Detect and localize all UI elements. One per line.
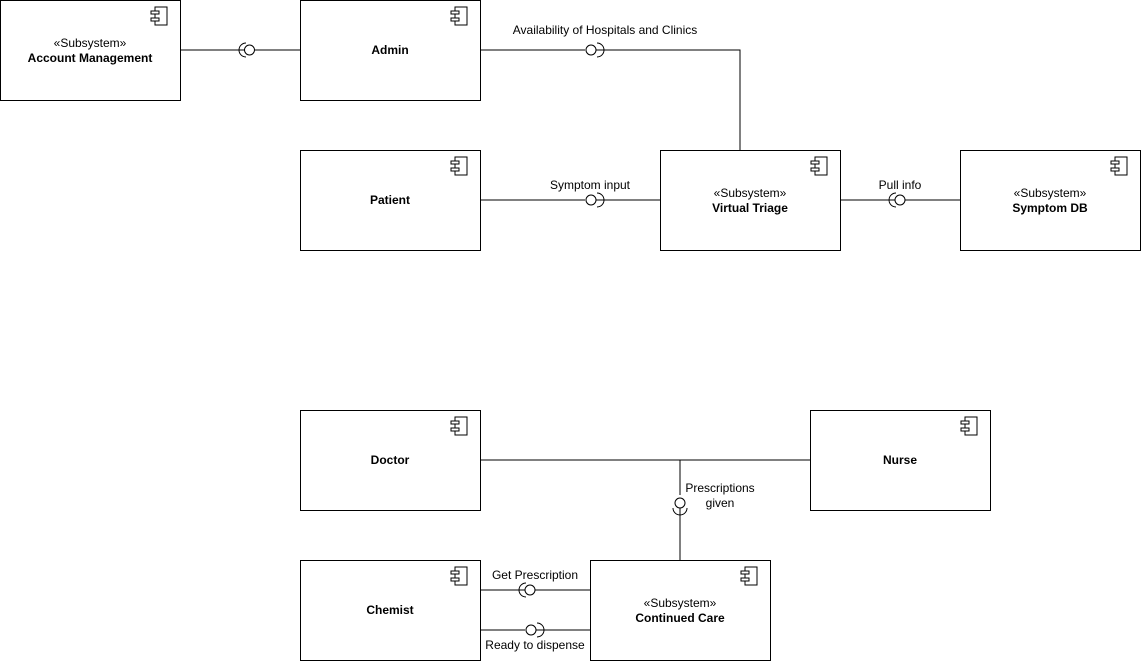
label-ready-to-dispense: Ready to dispense [485, 638, 585, 652]
interface-symptom-input: Symptom input [480, 178, 660, 208]
component-virtual-triage[interactable]: «Subsystem» Virtual Triage [660, 150, 841, 251]
component-continued-care[interactable]: «Subsystem» Continued Care [590, 560, 771, 661]
component-name: Symptom DB [1012, 201, 1088, 215]
label-prescriptions-line2: given [706, 496, 735, 510]
component-name: Continued Care [635, 611, 725, 625]
component-name: Virtual Triage [712, 201, 788, 215]
component-name: Account Management [28, 51, 153, 65]
component-admin[interactable]: Admin [300, 0, 481, 101]
component-chemist[interactable]: Chemist [300, 560, 481, 661]
stereotype-label: «Subsystem» [714, 186, 787, 200]
component-name: Nurse [883, 453, 917, 467]
component-name: Chemist [366, 603, 413, 617]
interface-availability: Availability of Hospitals and Clinics [480, 23, 741, 150]
label-pull-info: Pull info [879, 178, 922, 192]
component-name: Admin [371, 43, 408, 57]
interface-prescriptions-given: Prescriptions given [480, 459, 810, 560]
component-doctor[interactable]: Doctor [300, 410, 481, 511]
interface-ready-to-dispense: Ready to dispense [480, 622, 590, 652]
component-name: Patient [370, 193, 410, 207]
label-symptom-input: Symptom input [550, 178, 631, 192]
interface-pull-info: Pull info [840, 178, 960, 208]
component-symptom-db[interactable]: «Subsystem» Symptom DB [960, 150, 1141, 251]
stereotype-label: «Subsystem» [644, 596, 717, 610]
component-account-management[interactable]: «Subsystem» Account Management [0, 0, 181, 101]
interface-get-prescription: Get Prescription [480, 568, 590, 598]
component-name: Doctor [371, 453, 410, 467]
stereotype-label: «Subsystem» [1014, 186, 1087, 200]
label-prescriptions-line1: Prescriptions [685, 481, 754, 495]
label-get-prescription: Get Prescription [492, 568, 578, 582]
stereotype-label: «Subsystem» [54, 36, 127, 50]
component-patient[interactable]: Patient [300, 150, 481, 251]
label-availability: Availability of Hospitals and Clinics [513, 23, 698, 37]
interface-account-admin [180, 42, 300, 58]
component-nurse[interactable]: Nurse [810, 410, 991, 511]
